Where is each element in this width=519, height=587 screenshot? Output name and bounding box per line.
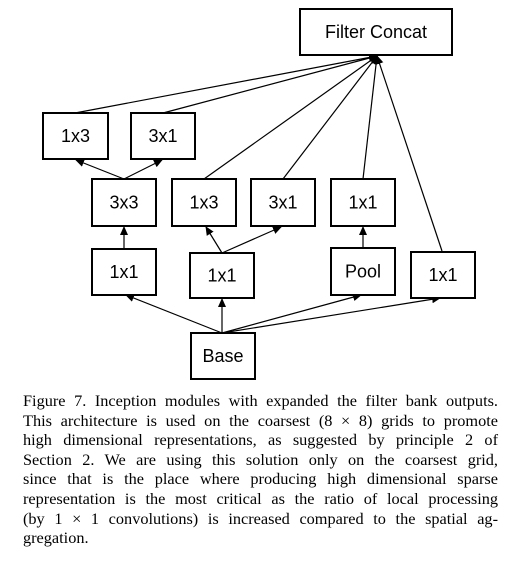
node-low-1x1-b-label: 1x1 xyxy=(207,266,236,286)
caption-line: Figure 7. Inception modules with expande… xyxy=(23,391,498,410)
node-low-1x1-c: 1x1 xyxy=(410,251,476,299)
edge-mid-3x1-to-concat xyxy=(282,55,378,180)
node-low-pool: Pool xyxy=(330,247,396,296)
edge-mid-1x3-to-concat xyxy=(203,55,378,180)
node-mid-3x1: 3x1 xyxy=(250,178,316,227)
edge-top-3x1-to-concat xyxy=(162,54,378,114)
node-mid-3x3: 3x3 xyxy=(91,178,157,227)
node-top-1x3: 1x3 xyxy=(42,112,109,160)
caption-line: (by 1 × 1 convolutions) is increased com… xyxy=(23,508,498,528)
edge-low-1x1-b-to-mid-3x1 xyxy=(221,226,282,254)
edge-base-to-pool xyxy=(221,293,362,334)
edge-3x3-to-top-1x3 xyxy=(75,159,125,180)
node-mid-1x1-label: 1x1 xyxy=(348,193,377,213)
caption-line: representation is the most critical as t… xyxy=(23,488,498,508)
node-low-1x1-a-label: 1x1 xyxy=(109,262,138,282)
edge-base-to-low-1x1-a xyxy=(125,294,223,334)
node-top-3x1: 3x1 xyxy=(130,112,196,160)
node-filter-concat-label: Filter Concat xyxy=(325,22,427,42)
caption-line: This architecture is used on the coarses… xyxy=(23,410,498,430)
node-mid-1x1: 1x1 xyxy=(330,178,396,227)
caption-line: gregation. xyxy=(23,528,89,548)
edge-mid-1x1-to-concat xyxy=(362,55,381,180)
edge-top-1x3-to-concat xyxy=(74,53,378,114)
inception-module-diagram: Filter Concat 1x3 3x1 3x3 1x3 3x1 1x1 1x… xyxy=(42,8,476,380)
node-low-1x1-a: 1x1 xyxy=(91,248,157,296)
edge-low-1x1-b-to-mid-1x3 xyxy=(205,226,223,254)
caption-line: Section 2. We are using this solution on… xyxy=(23,449,498,469)
node-low-1x1-c-label: 1x1 xyxy=(428,265,457,285)
caption-line: high dimensional representations, as sug… xyxy=(23,430,498,450)
node-filter-concat: Filter Concat xyxy=(299,8,453,56)
edge-base-to-low-1x1-c xyxy=(221,295,441,334)
node-mid-1x3: 1x3 xyxy=(171,178,237,227)
figure-caption: Figure 7. Inception modules with expande… xyxy=(23,391,498,548)
edge-3x3-to-top-3x1 xyxy=(123,159,163,180)
edge-low-1x1-c-to-concat xyxy=(375,55,443,252)
node-low-1x1-b: 1x1 xyxy=(189,252,255,299)
node-top-1x3-label: 1x3 xyxy=(61,126,90,146)
node-base-label: Base xyxy=(202,346,243,366)
caption-line: since that is the place where producing … xyxy=(23,469,498,489)
node-mid-3x1-label: 3x1 xyxy=(268,193,297,213)
node-low-pool-label: Pool xyxy=(345,262,381,282)
node-mid-1x3-label: 1x3 xyxy=(189,193,218,213)
diagram-edges xyxy=(74,53,443,334)
node-base: Base xyxy=(190,332,256,380)
node-mid-3x3-label: 3x3 xyxy=(109,193,138,213)
node-top-3x1-label: 3x1 xyxy=(148,126,177,146)
